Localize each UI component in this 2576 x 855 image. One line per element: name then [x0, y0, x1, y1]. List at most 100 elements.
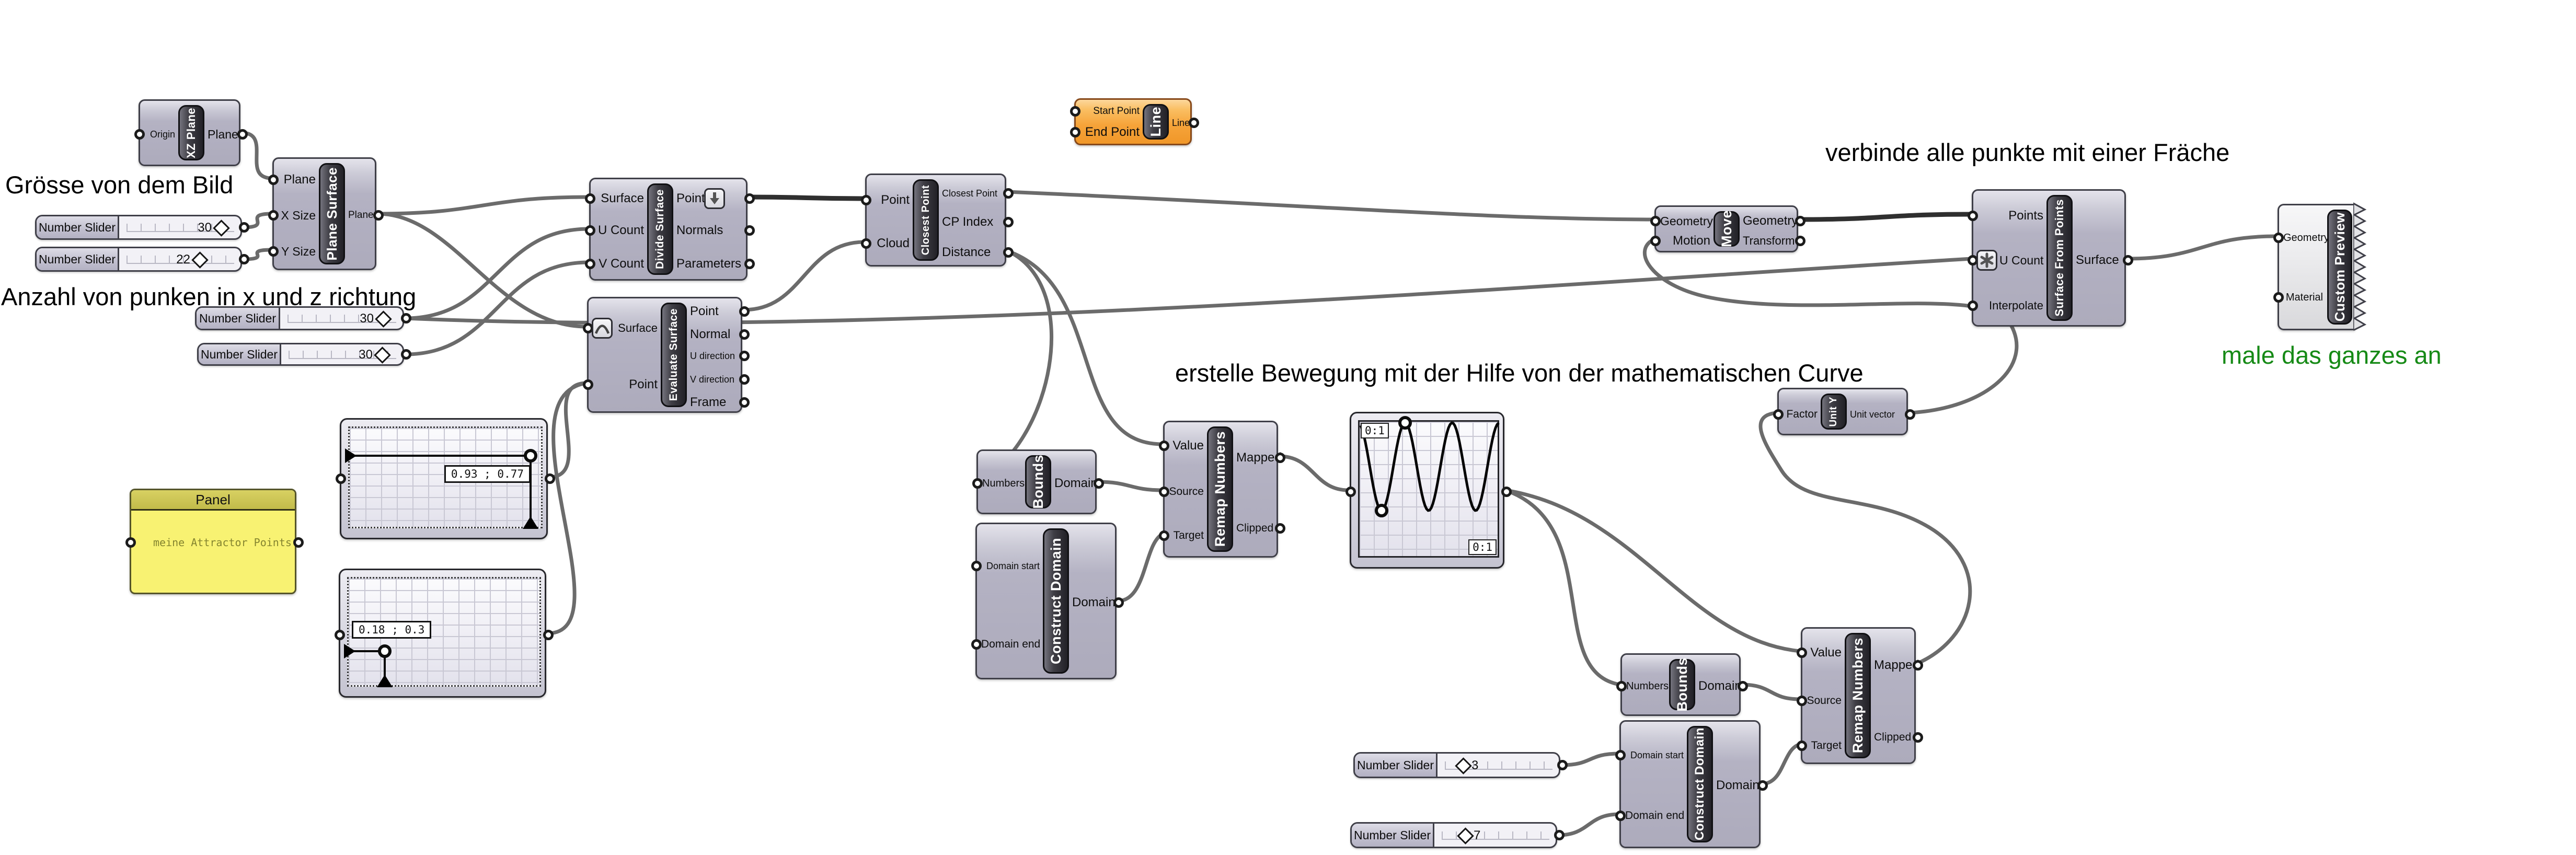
- flatten-arrow-icon[interactable]: [704, 188, 725, 209]
- output-grip[interactable]: [1757, 780, 1768, 791]
- output-grip[interactable]: [1189, 118, 1199, 128]
- graph-plot[interactable]: 0.18 ; 0.3: [344, 577, 541, 687]
- input-grip[interactable]: [1159, 441, 1169, 451]
- output-grip[interactable]: [1501, 487, 1512, 497]
- input-grip[interactable]: [971, 639, 982, 650]
- input-grip[interactable]: [1615, 811, 1626, 821]
- input-grip[interactable]: [125, 537, 136, 548]
- graph-mapper[interactable]: 0.93 ; 0.77: [336, 418, 555, 539]
- wire[interactable]: [1503, 488, 1622, 687]
- graph-handle[interactable]: [378, 644, 392, 658]
- wire[interactable]: [746, 194, 867, 201]
- output-grip[interactable]: [545, 473, 555, 484]
- output-grip[interactable]: [739, 351, 750, 361]
- output-grip[interactable]: [739, 397, 750, 408]
- output-grip[interactable]: [1913, 660, 1923, 671]
- slider-handle[interactable]: [1457, 827, 1474, 845]
- input-grip[interactable]: [268, 246, 279, 257]
- input-grip[interactable]: [1616, 681, 1627, 691]
- output-grip[interactable]: [1003, 217, 1014, 227]
- graph-handle[interactable]: [524, 449, 537, 463]
- output-grip[interactable]: [1738, 681, 1748, 691]
- wire[interactable]: [2125, 234, 2279, 261]
- input-grip[interactable]: [861, 195, 871, 205]
- expression-asterisk-icon[interactable]: [1976, 250, 1997, 271]
- wire[interactable]: [1556, 812, 1621, 837]
- input-grip[interactable]: [1797, 741, 1807, 751]
- input-grip[interactable]: [1968, 301, 1978, 311]
- input-grip[interactable]: [134, 129, 145, 140]
- output-grip[interactable]: [543, 630, 554, 640]
- output-grip[interactable]: [237, 129, 248, 140]
- input-grip[interactable]: [268, 175, 279, 185]
- output-grip[interactable]: [1003, 247, 1014, 258]
- input-grip[interactable]: [1070, 106, 1080, 117]
- output-grip[interactable]: [744, 193, 755, 204]
- input-grip[interactable]: [335, 630, 345, 640]
- output-grip[interactable]: [239, 254, 249, 264]
- wire[interactable]: [241, 212, 274, 229]
- input-grip[interactable]: [1797, 648, 1807, 658]
- input-grip[interactable]: [268, 210, 279, 221]
- slider-handle[interactable]: [191, 251, 209, 269]
- input-grip[interactable]: [336, 473, 346, 484]
- wire[interactable]: [1758, 411, 1972, 666]
- wire[interactable]: [1005, 190, 1656, 222]
- input-grip[interactable]: [585, 193, 595, 204]
- output-grip[interactable]: [1275, 523, 1285, 534]
- input-grip[interactable]: [1070, 127, 1080, 137]
- input-grip[interactable]: [972, 478, 983, 489]
- output-grip[interactable]: [739, 329, 750, 340]
- output-grip[interactable]: [1094, 478, 1104, 489]
- output-grip[interactable]: [739, 306, 750, 317]
- input-grip[interactable]: [971, 561, 982, 571]
- output-grip[interactable]: [1795, 216, 1806, 226]
- graph-mapper[interactable]: 0.18 ; 0.3: [335, 569, 554, 698]
- input-grip[interactable]: [583, 379, 593, 390]
- output-grip[interactable]: [239, 222, 249, 233]
- input-grip[interactable]: [1650, 236, 1661, 246]
- input-grip[interactable]: [2273, 233, 2284, 243]
- output-grip[interactable]: [1557, 760, 1568, 770]
- input-grip[interactable]: [1650, 216, 1661, 226]
- output-grip[interactable]: [1913, 732, 1923, 743]
- wire[interactable]: [1116, 532, 1165, 603]
- slider-handle[interactable]: [375, 310, 392, 328]
- output-grip[interactable]: [744, 259, 755, 269]
- input-grip[interactable]: [1346, 487, 1356, 497]
- output-grip[interactable]: [293, 537, 304, 548]
- wire[interactable]: [241, 248, 274, 261]
- output-grip[interactable]: [2123, 255, 2133, 265]
- output-grip[interactable]: [1795, 236, 1806, 246]
- wire[interactable]: [1559, 752, 1621, 767]
- output-grip[interactable]: [401, 349, 411, 360]
- input-grip[interactable]: [1773, 409, 1784, 420]
- wire[interactable]: [741, 240, 867, 312]
- input-grip[interactable]: [1159, 530, 1169, 541]
- input-grip[interactable]: [1797, 696, 1807, 706]
- wire[interactable]: [545, 381, 589, 636]
- output-grip[interactable]: [1275, 453, 1285, 463]
- wire[interactable]: [974, 249, 1053, 484]
- wire[interactable]: [1740, 683, 1802, 701]
- input-grip[interactable]: [585, 225, 595, 236]
